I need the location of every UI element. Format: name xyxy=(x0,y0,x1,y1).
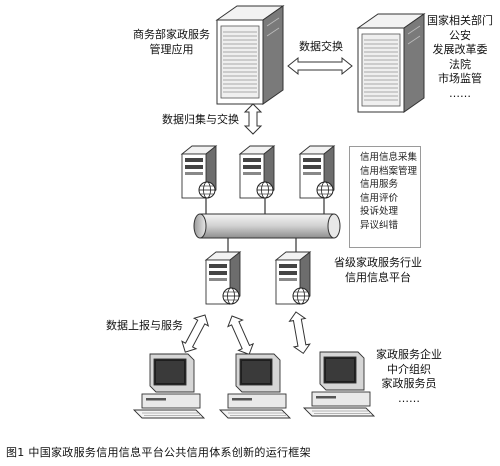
pc-3-icon xyxy=(303,351,375,417)
function-item: 信用服务 xyxy=(360,179,399,190)
data-bus-pipe-icon xyxy=(193,213,341,239)
gov-departments-list: 国家相关部门 公安 发展改革委 法院 市场监管 …… xyxy=(427,14,493,100)
pc-2-icon xyxy=(219,353,291,419)
platform-functions-box: 信用信息采集 信用档案管理 信用服务 信用评价 投诉处理 异议纠错 xyxy=(349,146,421,248)
report-arrow-middle-icon xyxy=(227,315,255,356)
report-arrow-left-icon xyxy=(181,314,210,353)
platform-server-1-icon xyxy=(181,145,217,199)
platform-server-3-icon xyxy=(299,145,335,199)
report-label: 数据上报与服务 xyxy=(106,319,183,332)
exchange-arrow-icon xyxy=(287,56,353,76)
pc-1-icon xyxy=(133,353,205,419)
exchange-label: 数据交换 xyxy=(299,40,343,53)
government-server-icon xyxy=(357,13,425,113)
function-item: 投诉处理 xyxy=(360,206,399,217)
function-item: 信用档案管理 xyxy=(360,165,418,177)
aggregation-label: 数据归集与交换 xyxy=(162,113,239,126)
function-item: 信用信息采集 xyxy=(360,152,418,163)
platform-server-5-icon xyxy=(275,251,311,305)
figure-caption: 图1 中国家政服务信用信息平台公共信用体系创新的运行框架 xyxy=(6,446,311,459)
function-item: 信用评价 xyxy=(360,192,399,204)
platform-server-2-icon xyxy=(239,145,275,199)
commerce-server-icon xyxy=(216,5,284,105)
commerce-app-label: 商务部家政服务 管理应用 xyxy=(133,28,210,56)
users-list: 家政服务企业 中介组织 家政服务员 …… xyxy=(376,348,442,405)
function-item: 异议纠错 xyxy=(360,219,399,231)
platform-label: 省级家政服务行业 信用信息平台 xyxy=(334,256,422,284)
aggregation-arrow-icon xyxy=(243,103,263,135)
report-arrow-right-icon xyxy=(288,311,311,355)
platform-server-4-icon xyxy=(205,251,241,305)
